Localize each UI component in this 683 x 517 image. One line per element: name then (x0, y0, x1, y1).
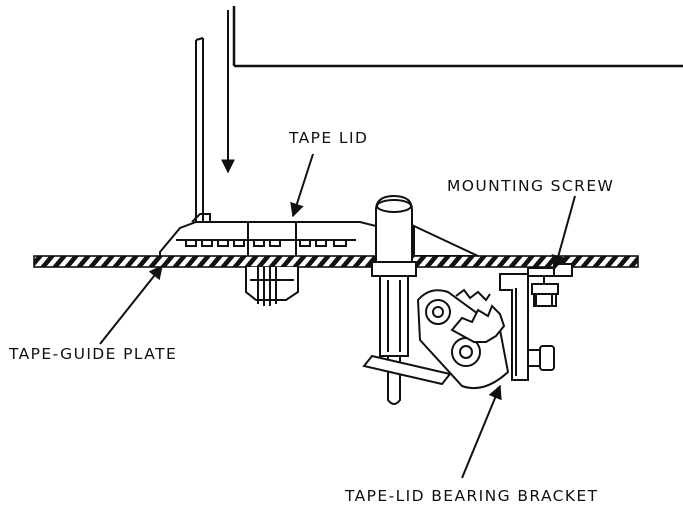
lever-cam (416, 288, 510, 390)
mounting-screw-label: MOUNTING SCREW (447, 177, 615, 195)
mounting-screw-leader-arrow (551, 195, 576, 270)
tape-guide-plate-leader-arrow (99, 264, 163, 345)
tape-lid-bearing-bracket-label: TAPE-LID BEARING BRACKET (345, 487, 599, 505)
bracket-leader-arrow (461, 384, 502, 479)
tape-lid-leader-arrow (290, 153, 314, 218)
bearing-post (371, 194, 417, 405)
tape-lid (159, 213, 377, 259)
tape-guide-plate-label: TAPE-GUIDE PLATE (9, 345, 178, 363)
tape-guide-plate (33, 255, 639, 268)
vertical-guide-rod (195, 37, 204, 228)
sprocket-hub (245, 267, 299, 306)
tape-lid-label: TAPE LID (289, 129, 369, 147)
mounting-screw (527, 263, 573, 307)
upper-frame-line (232, 6, 683, 68)
